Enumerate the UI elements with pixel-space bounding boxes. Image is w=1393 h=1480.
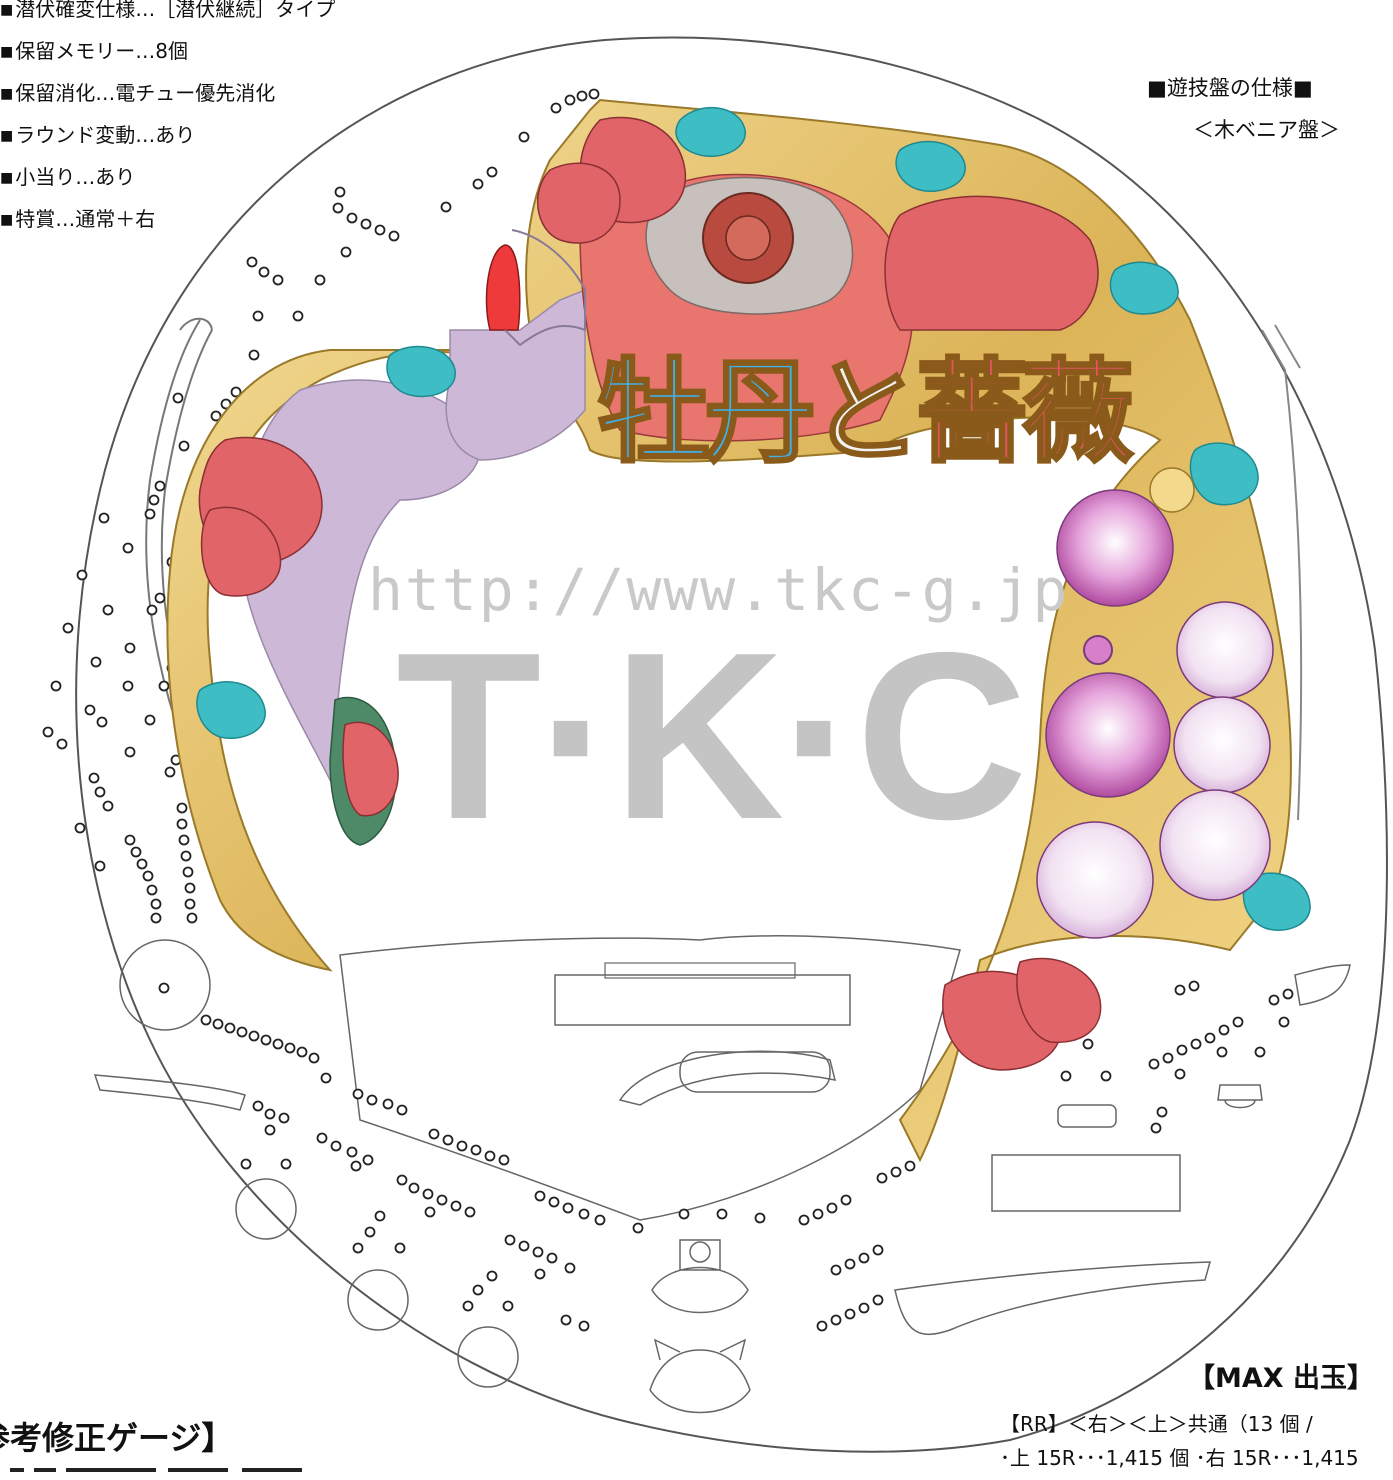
max-out-line1: 【RR】＜右＞＜上＞共通（13 個 / (1000, 1412, 1313, 1436)
spec-item: 特賞…通常＋右 (0, 198, 335, 240)
watermark-url: http://www.tkc-g.jp (368, 556, 1070, 624)
center-stage-top (604, 962, 796, 979)
lower-left-wing (93, 1074, 246, 1111)
top-part-outline (504, 229, 586, 347)
center-warp (618, 1050, 837, 1106)
spec-item: 保留消化…電チュー優先消化 (0, 72, 335, 114)
rose-red-6 (342, 721, 399, 817)
out-hole (649, 1338, 751, 1414)
nail-field (42, 88, 1294, 1332)
max-out-line2: ･上 15R･･･1,415 個 ･右 15R･･･1,415 (1000, 1446, 1359, 1470)
rose-red-2 (536, 162, 621, 244)
right-center-flower (1083, 635, 1113, 665)
start-chucker-hole (689, 1241, 711, 1263)
logo-part-c: 薔薇 (915, 346, 1136, 480)
right-pink-balls (1036, 489, 1274, 939)
left-pocket-3 (347, 1269, 409, 1331)
max-out-heading: 【MAX 出玉】 (1188, 1363, 1374, 1394)
center-warp-box (679, 1051, 831, 1093)
spec-item: 保留メモリー…8個 (0, 30, 335, 72)
top-red-part (485, 244, 521, 331)
teal-leaves (196, 106, 1311, 931)
board-spec-subtitle: ＜木ベニア盤＞ (1193, 118, 1340, 142)
top-rose-core (725, 215, 771, 261)
right-rail (1261, 324, 1303, 821)
board-spec-title: ■遊技盤の仕様■ (1147, 76, 1313, 100)
right-bell (1217, 1084, 1263, 1109)
board-outline (75, 36, 1388, 1453)
center-stage (339, 935, 961, 1221)
spec-item: 潜伏確変仕様…［潜伏継続］タイプ (0, 0, 335, 30)
rose-red-8 (1016, 957, 1102, 1044)
lavender-top-panel (445, 288, 586, 461)
watermark-brand: T·K·C (396, 604, 1028, 869)
rose-red-3 (884, 195, 1099, 331)
gauge-heading: 参考修正ゲージ】 (0, 1419, 234, 1457)
left-pocket-1 (119, 939, 211, 1031)
lower-right-wing (894, 1261, 1211, 1336)
start-chucker (651, 1239, 749, 1314)
right-gate (1057, 1104, 1117, 1128)
logo-part-a: 牡丹 (597, 346, 818, 480)
game-logo: 牡丹と薔薇 (597, 322, 1136, 484)
gauge-subtext-cropped (4, 1468, 334, 1480)
spec-list: 潜伏確変仕様…［潜伏継続］タイプ 保留メモリー…8個 保留消化…電チュー優先消化… (0, 0, 335, 240)
gold-frame-band (166, 98, 1292, 1163)
spec-item: ラウンド変動…あり (0, 114, 335, 156)
logo-part-b: と (809, 346, 924, 480)
center-stage-bar (554, 974, 851, 1026)
rose-red-5 (200, 506, 282, 597)
left-rail-top (179, 317, 213, 331)
right-edge-part (1294, 964, 1351, 1006)
left-pocket-2 (235, 1178, 297, 1240)
right-attacker (991, 1154, 1181, 1212)
right-top-ornament (1149, 467, 1195, 513)
spec-item: 小当り…あり (0, 156, 335, 198)
left-pocket-4 (457, 1326, 519, 1388)
